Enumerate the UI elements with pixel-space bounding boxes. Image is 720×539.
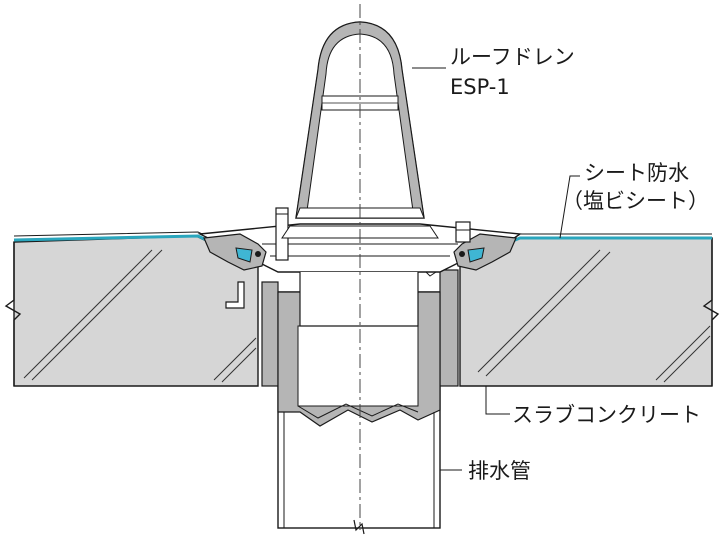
slab-concrete <box>4 235 720 387</box>
label-model: ESP-1 <box>450 75 510 99</box>
label-pvc-sheet: （塩ビシート） <box>562 189 709 213</box>
strainer-dome <box>281 21 439 239</box>
label-slab-concrete: スラブコンクリート <box>512 403 701 427</box>
label-sheet-waterproof: シート防水 <box>584 161 689 185</box>
anchor-bolts <box>225 207 471 309</box>
leader-lines <box>412 67 580 471</box>
label-roof-drain: ルーフドレン <box>450 45 575 69</box>
label-drain-pipe: 排水管 <box>468 459 531 483</box>
